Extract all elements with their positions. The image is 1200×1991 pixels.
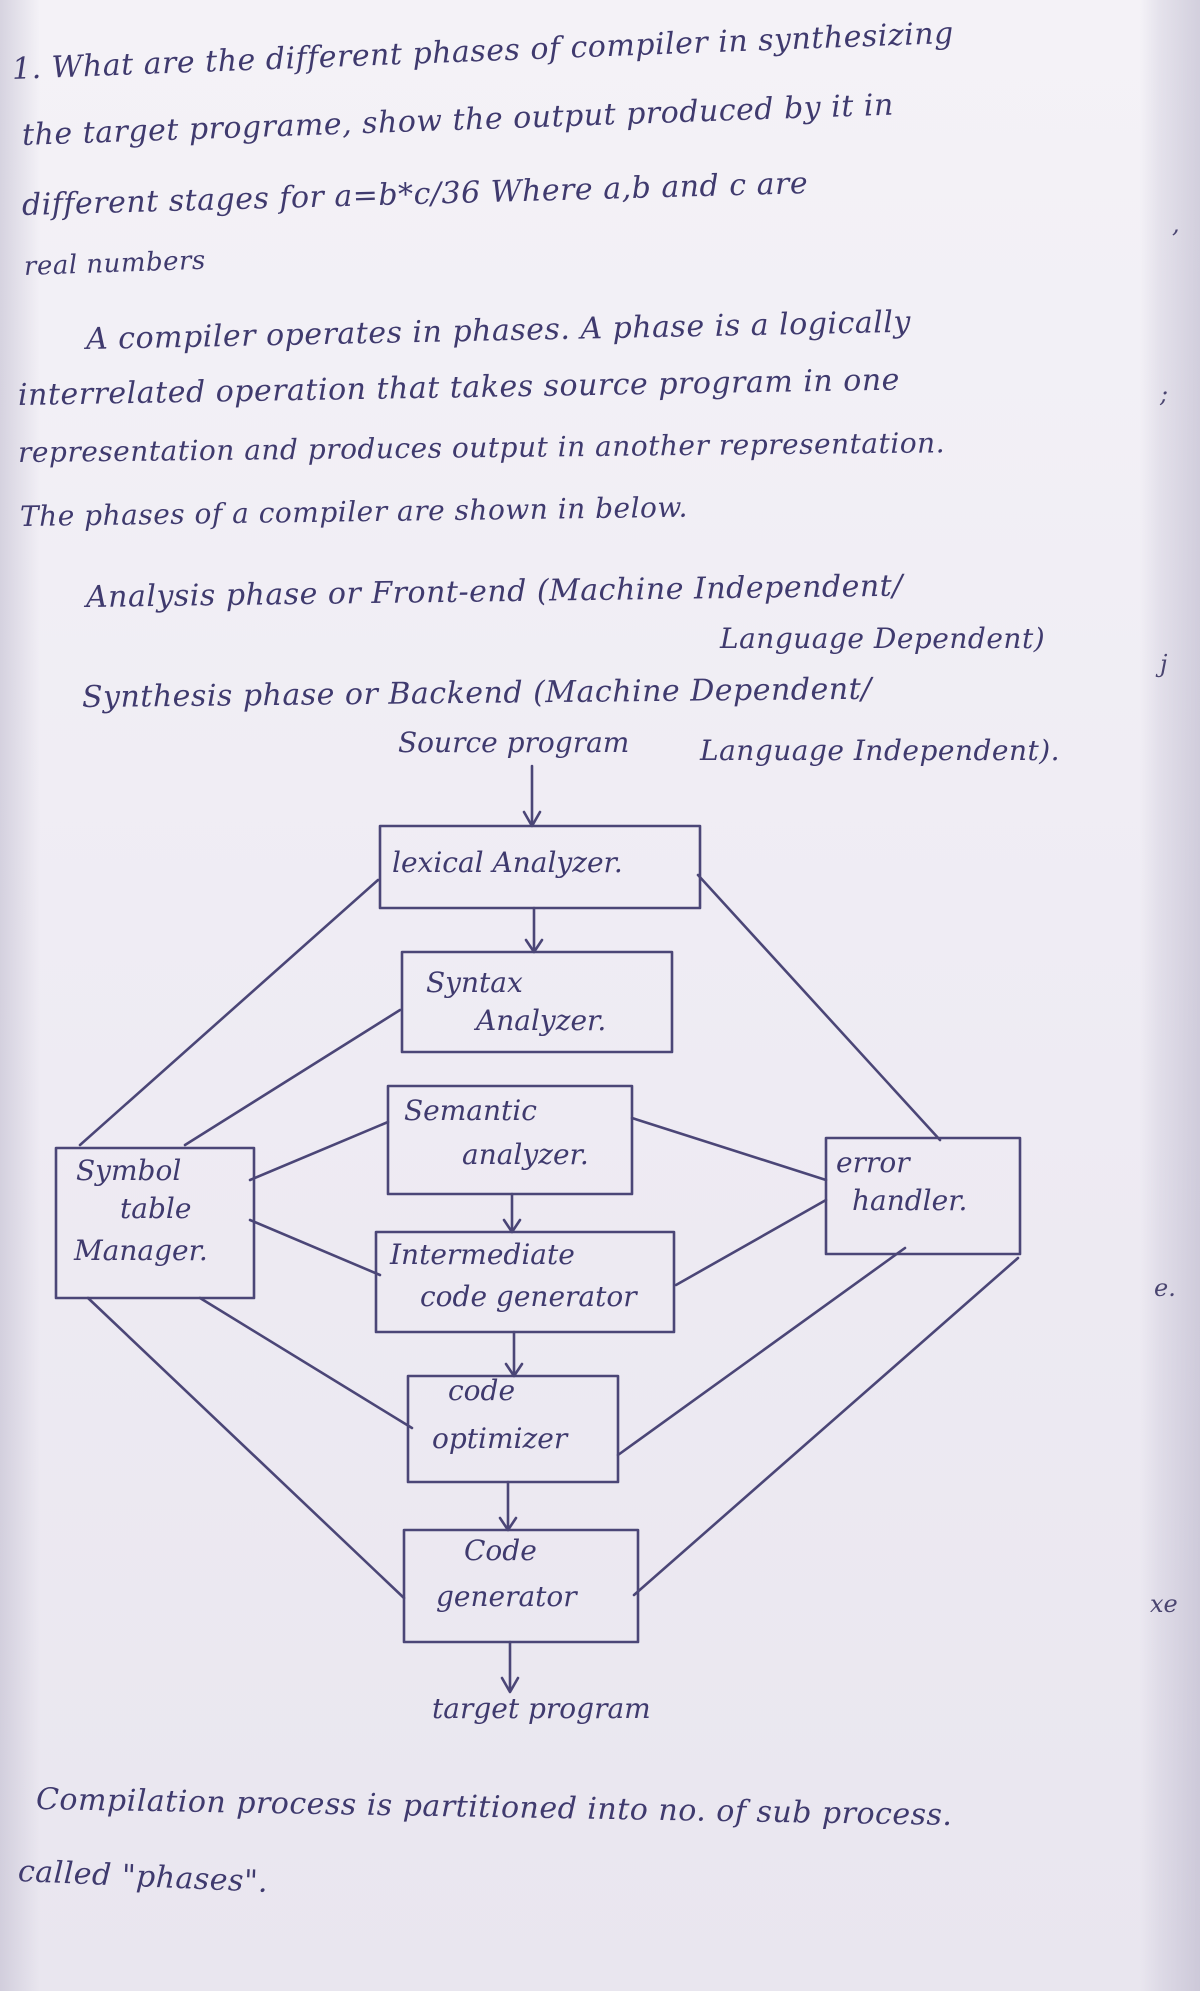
- symbol-table-label-1: Symbol: [76, 1154, 181, 1187]
- lexical-analyzer-label: lexical Analyzer.: [392, 846, 623, 879]
- error-handler-label-1: error: [836, 1146, 911, 1179]
- code-optimizer-label-1: code: [448, 1374, 515, 1407]
- intermediate-code-label-1: Intermediate: [389, 1238, 575, 1271]
- page-edge-shadow: [0, 0, 40, 1991]
- source-program-label: Source program: [398, 726, 629, 759]
- intermediate-code-label-2: code generator: [420, 1280, 638, 1313]
- symbol-table-label-3: Manager.: [73, 1234, 208, 1267]
- margin-mark-3: j: [1160, 650, 1168, 678]
- margin-mark-2: ;: [1160, 380, 1169, 408]
- target-program-label: target program: [432, 1692, 651, 1725]
- syntax-analyzer-label-2: Analyzer.: [473, 1004, 606, 1037]
- code-optimizer-label-2: optimizer: [432, 1422, 569, 1455]
- synthesis-phase-line-2: Language Independent).: [700, 734, 1061, 767]
- error-handler-label-2: handler.: [852, 1184, 967, 1217]
- semantic-analyzer-label-1: Semantic: [404, 1094, 537, 1127]
- semantic-analyzer-label-2: analyzer.: [462, 1138, 589, 1171]
- syntax-analyzer-label-1: Syntax: [426, 966, 523, 999]
- margin-mark-4: e.: [1154, 1274, 1176, 1302]
- code-generator-label-2: generator: [436, 1580, 578, 1613]
- margin-mark-5: xe: [1150, 1590, 1178, 1618]
- analysis-phase-line-2: Language Dependent): [720, 622, 1046, 655]
- code-generator-label-1: Code: [464, 1534, 537, 1567]
- margin-mark-1: ,: [1172, 210, 1180, 238]
- symbol-table-label-2: table: [120, 1192, 191, 1225]
